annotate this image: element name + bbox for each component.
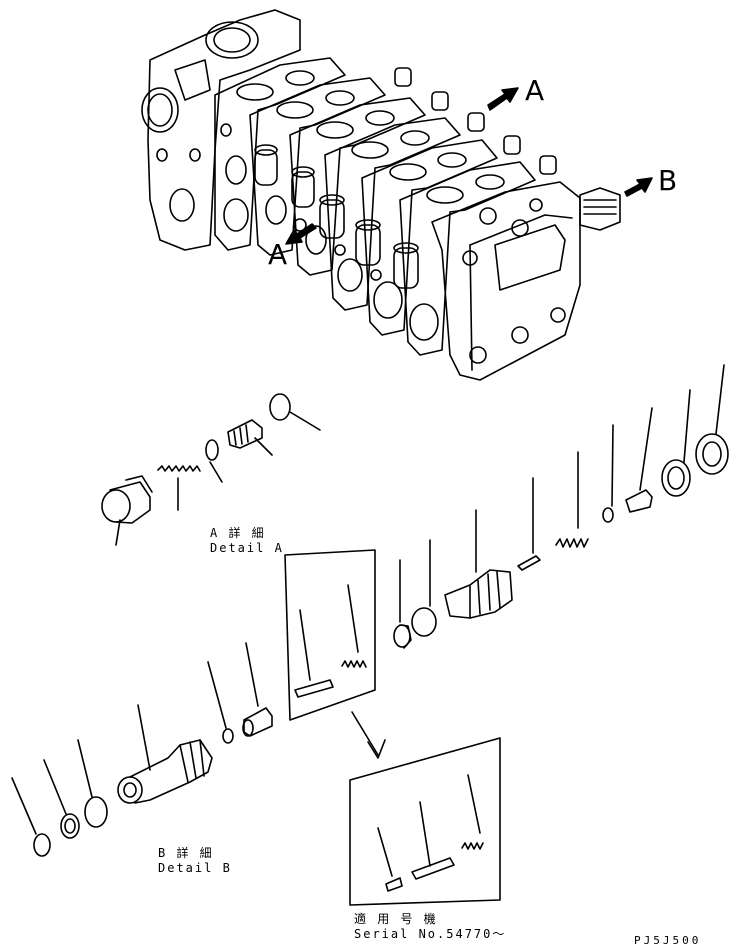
drawing-code: PJ5J500: [634, 934, 702, 947]
transfer-arrow: [351, 711, 386, 759]
detail-a-en: Detail A: [210, 541, 284, 555]
callout-b-right: B: [658, 164, 678, 197]
serial-jp: 適 用 号 機: [354, 912, 438, 926]
detail-b-jp: B 詳 細: [158, 846, 214, 860]
valve-section-2: [249, 77, 386, 256]
inset-spring: [341, 584, 367, 668]
spring: [157, 465, 201, 511]
arrow-a-top: [487, 87, 519, 111]
arrow-b-right: [624, 177, 653, 197]
plug-cap: [101, 475, 153, 546]
cap-nut: [695, 364, 729, 475]
b-small-oring: [11, 777, 51, 857]
main-relief-parts: [393, 364, 729, 649]
b-ring: [207, 661, 234, 744]
detail-b-en: Detail B: [158, 861, 232, 875]
control-valve-assembly: [141, 9, 621, 381]
lock-nut: [661, 389, 691, 497]
o-ring-large: [411, 539, 437, 637]
detail-b-parts: [11, 642, 273, 857]
lower-small-plug: [377, 827, 403, 892]
arrow-a-left: [285, 223, 317, 245]
o-ring-small: [205, 439, 223, 483]
spring-2: [555, 451, 589, 548]
detail-b-title: B 詳 細 Detail B: [158, 846, 232, 876]
b-sleeve: [242, 642, 273, 737]
poppet: [227, 419, 273, 456]
serial-note: 適 用 号 機 Serial No.54770～: [354, 912, 506, 942]
piston: [625, 407, 653, 513]
disc: [269, 393, 321, 431]
serial-en: Serial No.54770～: [354, 927, 507, 941]
b-plunger: [117, 704, 213, 804]
small-disk: [602, 424, 614, 523]
callout-a-top: A: [525, 74, 545, 107]
top-plugs: [394, 67, 557, 175]
inset-bolt: [294, 609, 334, 698]
outlet-end-block: [431, 181, 581, 381]
lower-bolt: [411, 801, 455, 880]
b-oring-large: [77, 739, 108, 828]
b-backup-ring: [43, 759, 80, 839]
detail-a-title: A 詳 細 Detail A: [210, 526, 284, 556]
b-port-fitting: [579, 187, 621, 231]
valve-section-5: [355, 139, 498, 336]
detail-a-jp: A 詳 細: [210, 526, 266, 540]
seal-ring: [393, 559, 412, 649]
relief-valve-body: [444, 509, 513, 619]
lower-spring: [461, 774, 484, 850]
valve-section-4: [319, 117, 461, 311]
callout-a-left: A: [268, 238, 288, 271]
inset-box-upper: [284, 549, 376, 721]
inset-box-lower: [349, 737, 501, 906]
detail-a-parts: [101, 393, 321, 546]
needle-pin: [517, 477, 541, 571]
valve-section-3: [289, 97, 426, 276]
